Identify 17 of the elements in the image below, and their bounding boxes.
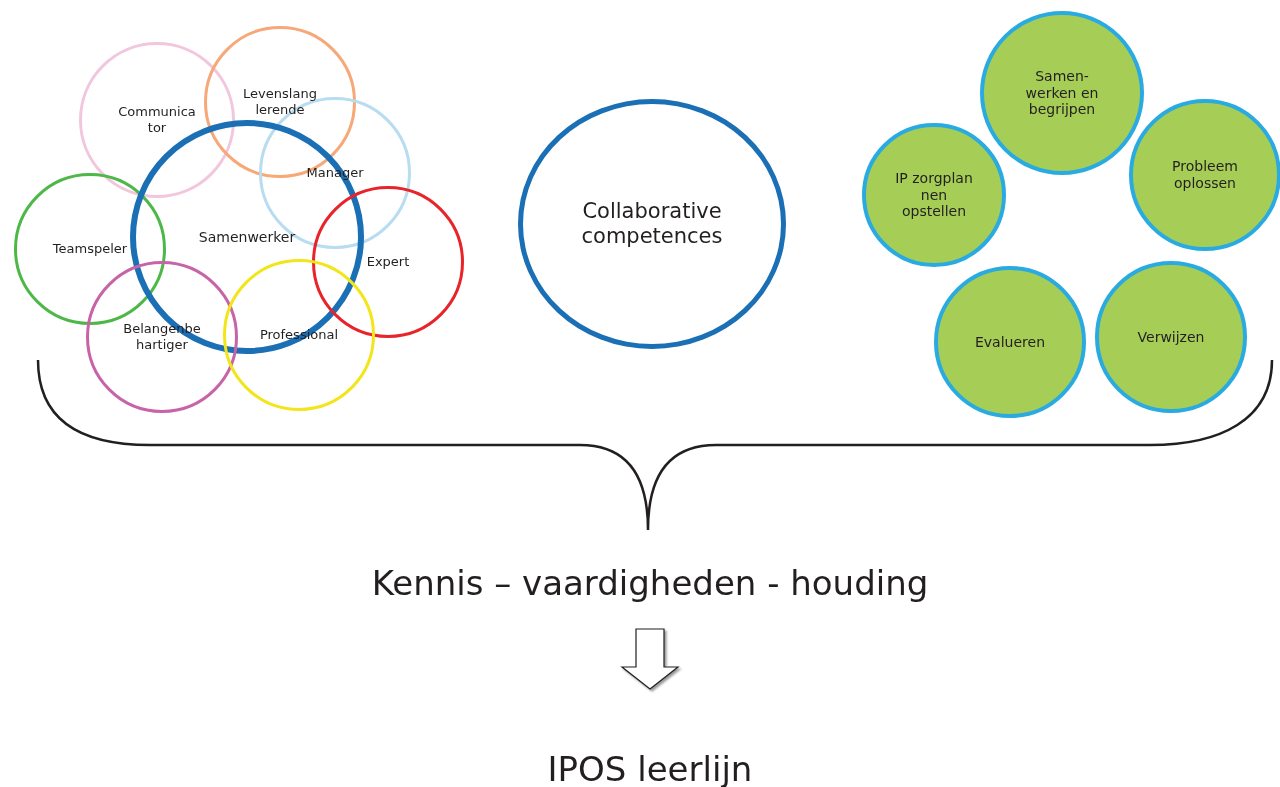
block-arrow <box>620 628 680 690</box>
circle-label: Levenslang lerende <box>242 86 318 118</box>
circle-label: Probleem oplossen <box>1171 158 1239 192</box>
circle-label: Collaborative competences <box>580 198 724 250</box>
circle <box>79 42 235 198</box>
circle <box>86 261 238 413</box>
circle-label: Evalueren <box>975 333 1045 351</box>
circle-label: Verwijzen <box>1137 328 1205 346</box>
circle-label: Teamspeler <box>52 241 128 257</box>
circle-label: Samen- werken en begrijpen <box>1024 67 1100 119</box>
circle <box>14 173 166 325</box>
circle-label: Communica tor <box>117 104 197 136</box>
circle-label: Samenwerker <box>198 228 296 246</box>
heading-text: Kennis – vaardigheden - houding <box>371 562 929 604</box>
circle-label: IP zorgplan nen opstellen <box>894 169 974 221</box>
circle-label: Expert <box>366 254 410 270</box>
ellipse <box>518 99 786 349</box>
